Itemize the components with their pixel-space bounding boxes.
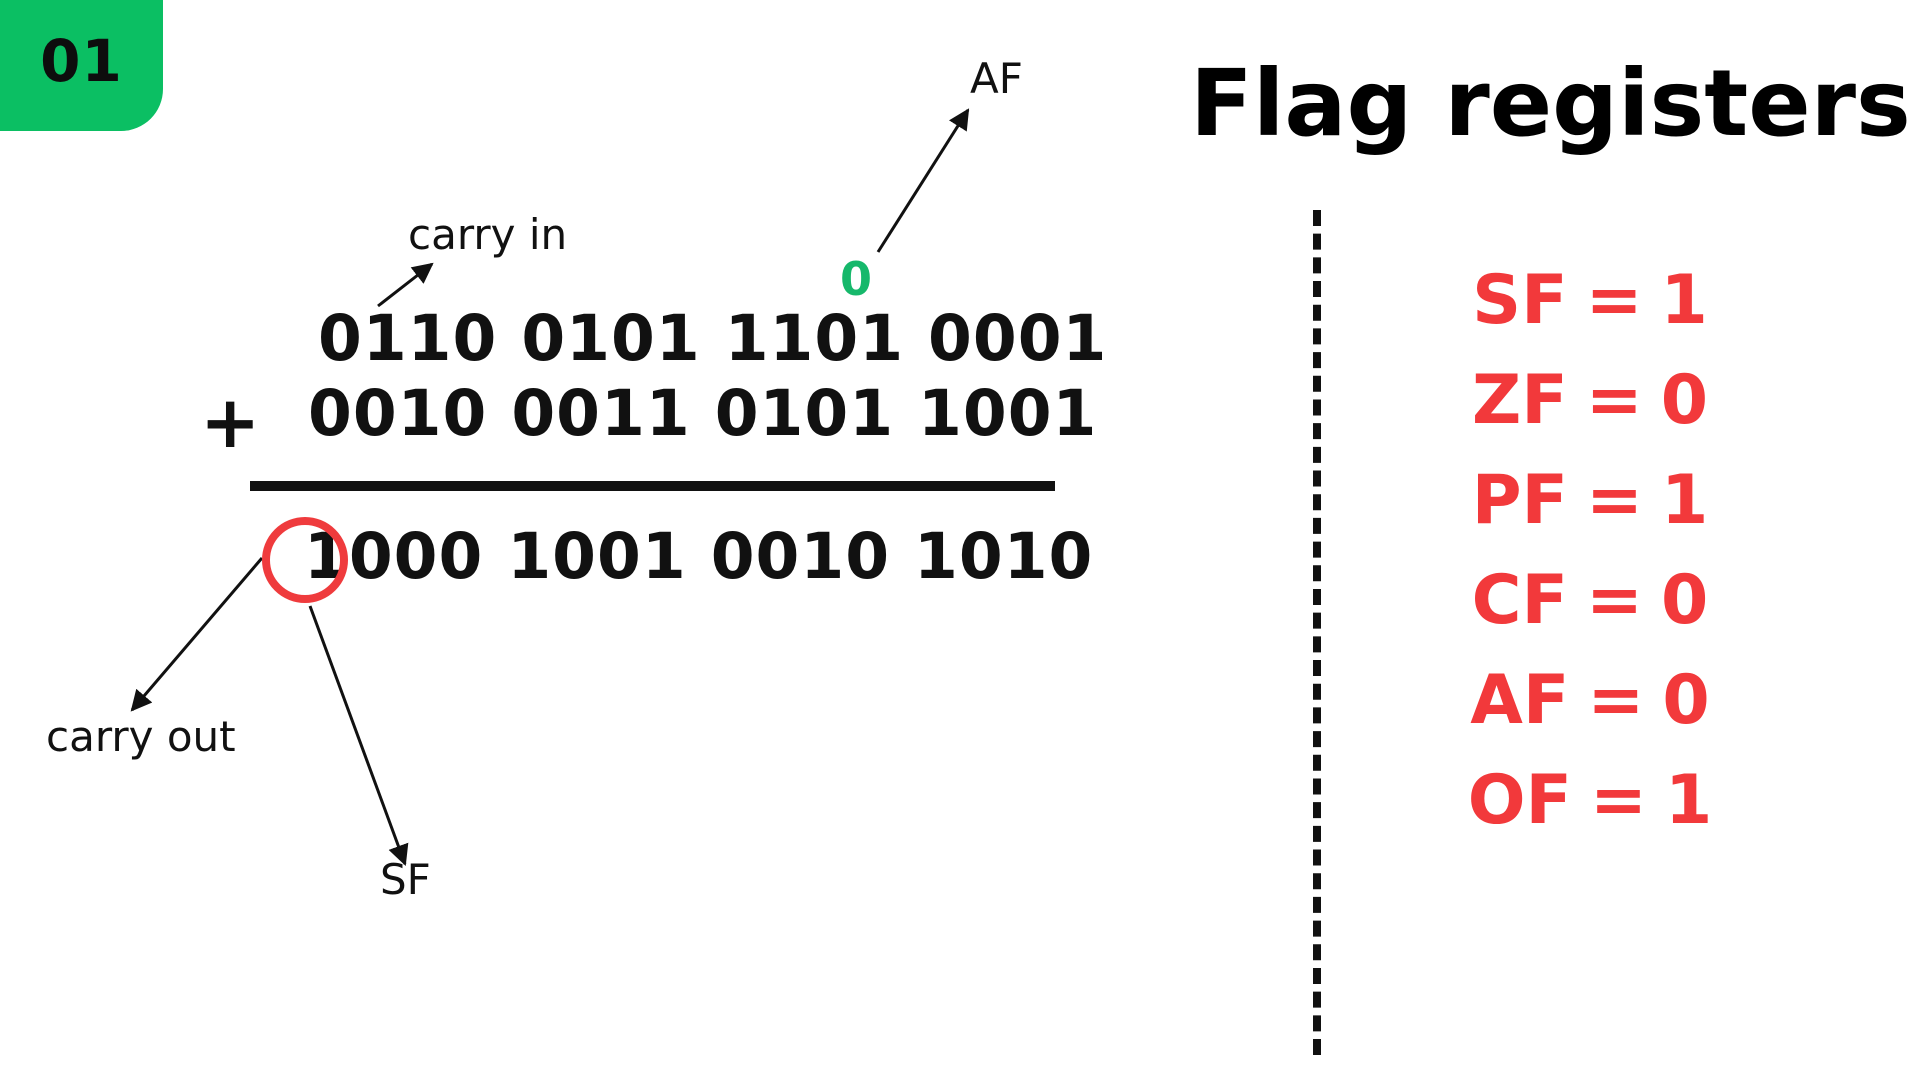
slide-number-badge: 01 xyxy=(0,0,163,131)
flag-name: AF xyxy=(1470,660,1570,740)
operand-2-nibble: 0010 xyxy=(308,377,488,450)
operand-1-nibble: 1101 xyxy=(724,302,905,375)
dashed-divider xyxy=(1313,210,1321,1055)
flag-equals: = xyxy=(1585,460,1643,540)
flag-item-pf: PF=1 xyxy=(1440,450,1740,550)
carry-in-arrow xyxy=(377,262,434,308)
sum-line xyxy=(250,481,1055,491)
carry-out-label: carry out xyxy=(46,712,236,761)
flag-name: PF xyxy=(1471,460,1568,540)
af-label: AF xyxy=(970,54,1023,103)
flag-value: 1 xyxy=(1664,760,1713,840)
flag-value: 1 xyxy=(1660,460,1709,540)
operand-1-nibble: 0110 xyxy=(318,302,498,375)
carry-in-label: carry in xyxy=(408,210,568,259)
sf-label: SF xyxy=(380,855,431,904)
operand-2-nibble: 1001 xyxy=(918,377,1098,450)
result-nibble: 1001 xyxy=(507,520,687,593)
flag-equals: = xyxy=(1587,660,1645,740)
operand-1-nibble: 0001 xyxy=(928,302,1108,375)
plus-operator: + xyxy=(200,380,261,464)
af-carry-bit: 0 xyxy=(840,252,873,306)
flag-equals: = xyxy=(1585,260,1643,340)
flag-item-zf: ZF=0 xyxy=(1440,350,1740,450)
flag-equals: = xyxy=(1589,760,1647,840)
operand-2-row: 0010 0011 0101 1001 xyxy=(308,377,1097,450)
flag-value: 1 xyxy=(1660,260,1708,340)
flag-equals: = xyxy=(1586,560,1643,640)
flag-name: ZF xyxy=(1471,360,1568,440)
result-nibble: 1010 xyxy=(914,520,1094,593)
flag-item-af: AF=0 xyxy=(1440,650,1740,750)
slide-number: 01 xyxy=(40,26,123,95)
flag-value: 0 xyxy=(1662,660,1710,740)
result-nibble: 1000 xyxy=(304,520,484,593)
carry-out-arrow xyxy=(130,557,264,712)
operand-1-row: 0110 0101 1101 0001 xyxy=(318,302,1107,375)
result-row: 1000 1001 0010 1010 xyxy=(304,520,1093,593)
flag-name: OF xyxy=(1467,760,1572,840)
flag-name: SF xyxy=(1472,260,1568,340)
flag-list: SF=1 ZF=0 PF=1 CF=0 AF=0 OF=1 xyxy=(1440,250,1740,850)
af-arrow xyxy=(876,108,970,253)
flag-equals: = xyxy=(1585,360,1643,440)
result-nibble: 0010 xyxy=(710,520,891,593)
flag-item-sf: SF=1 xyxy=(1440,250,1740,350)
flag-value: 0 xyxy=(1660,360,1709,440)
sf-arrow xyxy=(308,605,409,866)
flag-value: 0 xyxy=(1661,560,1709,640)
operand-2-nibble: 0101 xyxy=(714,377,895,450)
flag-item-of: OF=1 xyxy=(1440,750,1740,850)
flag-name: CF xyxy=(1471,560,1569,640)
operand-1-nibble: 0101 xyxy=(521,302,701,375)
page-title: Flag registers xyxy=(1190,50,1911,157)
operand-2-nibble: 0011 xyxy=(511,377,691,450)
flag-item-cf: CF=0 xyxy=(1440,550,1740,650)
